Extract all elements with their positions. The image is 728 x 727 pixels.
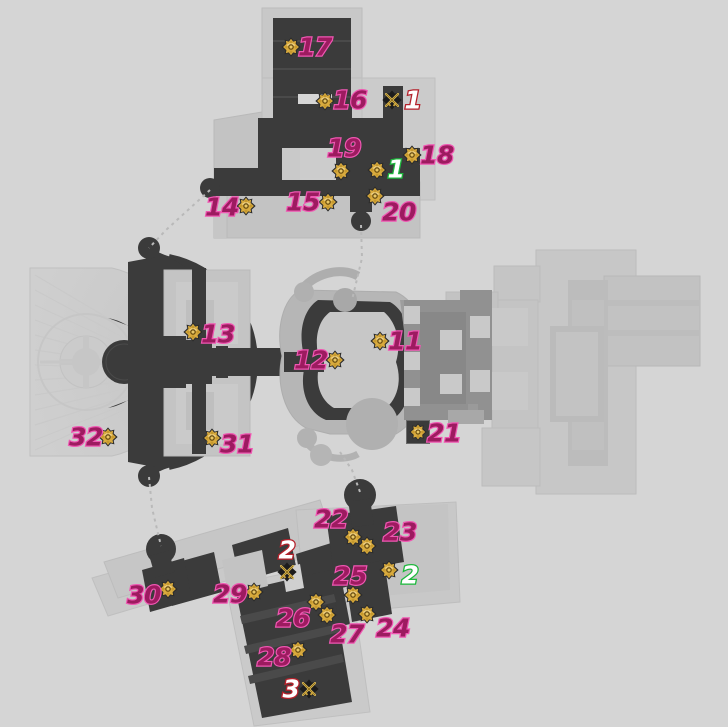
map-marker-18[interactable] [401,144,423,166]
gold-flower-marker-icon [314,90,336,112]
gold-flower-marker-icon [366,159,388,181]
map-marker-30[interactable] [157,578,179,600]
gold-flower-marker-icon [280,36,302,58]
right-complex [404,249,701,495]
map-marker-19[interactable] [330,160,352,182]
gold-flower-marker-icon [378,559,400,581]
map-marker-24[interactable] [356,603,378,625]
map-marker-28[interactable] [287,639,309,661]
map-marker-25[interactable] [342,584,364,606]
gold-flower-marker-icon [317,191,339,213]
map-marker-29[interactable] [243,581,265,603]
map-marker-1-red[interactable] [381,89,403,111]
map-marker-1-green[interactable] [366,159,388,181]
map-marker-17[interactable] [280,36,302,58]
gold-flower-marker-icon [316,604,338,626]
gold-flower-marker-icon [182,321,204,343]
rotunda [279,267,448,466]
map-marker-20[interactable] [364,185,386,207]
gold-flower-marker-icon [401,144,423,166]
map-marker-27[interactable] [316,604,338,626]
map-marker-23[interactable] [356,535,378,557]
gold-flower-marker-icon [406,420,430,444]
gold-flower-marker-icon [356,603,378,625]
gold-flower-marker-icon [364,185,386,207]
bottom-wing [91,479,461,727]
gold-flower-marker-icon [369,330,391,352]
map-marker-2-red[interactable] [276,561,298,583]
map-marker-11[interactable] [369,330,391,352]
gold-flower-marker-icon [356,535,378,557]
crossed-swords-marker-icon [276,561,298,583]
map-marker-14[interactable] [235,195,257,217]
gold-flower-marker-icon [97,426,119,448]
map-marker-16[interactable] [314,90,336,112]
gold-flower-marker-icon [157,578,179,600]
map-marker-13[interactable] [182,321,204,343]
map-marker-2-green[interactable] [378,559,400,581]
path-connectors [148,189,364,547]
map-marker-31[interactable] [201,427,223,449]
gold-flower-marker-icon [287,639,309,661]
crossed-swords-marker-icon [298,678,320,700]
gold-flower-marker-icon [235,195,257,217]
crossed-swords-marker-icon [381,89,403,111]
gold-flower-marker-icon [243,581,265,603]
map-marker-12[interactable] [324,349,346,371]
gold-flower-marker-icon [201,427,223,449]
map-marker-32[interactable] [97,426,119,448]
map-marker-3-red[interactable] [298,678,320,700]
center-fan-structure [29,237,302,487]
map-marker-15[interactable] [317,191,339,213]
gold-flower-marker-icon [324,349,346,371]
gold-flower-marker-icon [342,584,364,606]
gold-flower-marker-icon [330,160,352,182]
top-wing [200,7,436,239]
map-marker-21[interactable] [406,420,430,444]
